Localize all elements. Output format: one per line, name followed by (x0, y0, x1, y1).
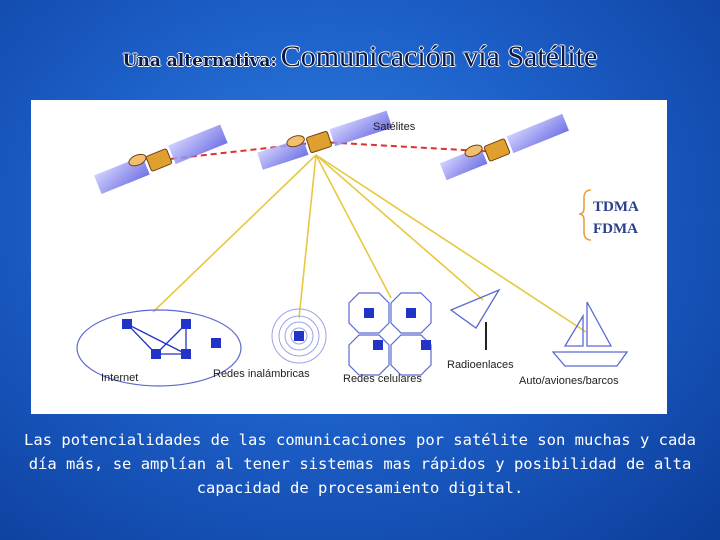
slide-caption: Las potencialidades de las comunicacione… (24, 431, 696, 497)
access-method-tdma: TDMA (593, 199, 639, 215)
network-label-internet: Internet (101, 372, 138, 384)
satellite-network-diagram: Satélites TDMA FDMA Internet (31, 100, 667, 414)
title-main: Comunicación vía Satélite (280, 40, 598, 73)
access-brace (578, 189, 592, 241)
satellite-left-icon (94, 124, 228, 194)
diagram-canvas: Satélites TDMA FDMA Internet (76, 110, 639, 387)
network-label-wireless: Redes inalámbricas (213, 368, 310, 380)
network-label-cellular: Redes celulares (343, 373, 422, 385)
network-label-vehicles: Auto/aviones/barcos (519, 375, 619, 387)
satellites-label: Satélites (373, 121, 416, 133)
radio-link-antenna-icon (449, 288, 501, 350)
internet-network (76, 309, 242, 387)
ground-links (152, 154, 587, 333)
slide-title: Una alternativa: Comunicación vía Satéli… (0, 40, 720, 74)
wireless-network (271, 308, 327, 364)
title-lead: Una alternativa: (122, 51, 277, 71)
network-label-radio: Radioenlaces (447, 359, 514, 371)
satellite-center-icon (257, 110, 393, 170)
cellular-network (348, 292, 432, 376)
satellite-right-icon (439, 113, 569, 181)
access-method-fdma: FDMA (593, 221, 638, 237)
boat-icon (551, 301, 629, 367)
